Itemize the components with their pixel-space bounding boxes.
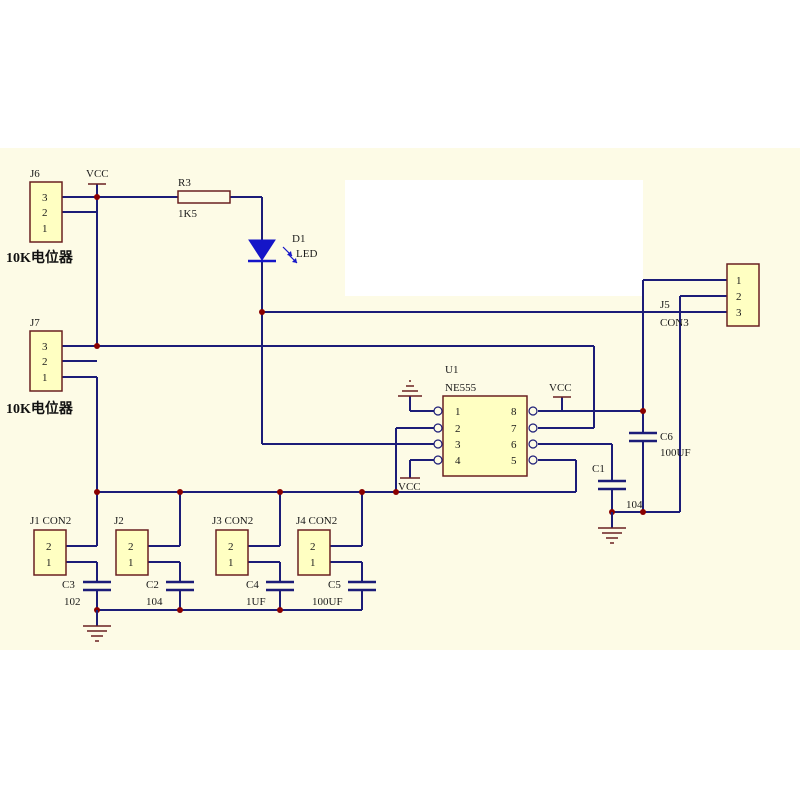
junction-dot — [640, 509, 646, 515]
vcc-symbol-pin8: VCC — [549, 382, 572, 398]
c5-value: 100UF — [312, 596, 343, 608]
ic-u1: U1 NE555 1 2 3 4 8 7 6 5 — [433, 364, 538, 477]
pin-number: 7 — [511, 423, 517, 435]
vcc-symbol-j6: VCC — [86, 168, 109, 185]
j6-label: J6 — [30, 168, 40, 180]
c1-value: 104 — [626, 499, 643, 511]
pin-number: 1 — [128, 557, 134, 569]
c4-label: C4 — [246, 579, 259, 591]
pin-number: 2 — [310, 541, 316, 553]
capacitor-c4: C4 1UF — [246, 579, 294, 608]
capacitor-c1: C1 104 — [592, 463, 643, 511]
pin-number: 5 — [511, 455, 517, 467]
j3-label: J3 CON2 — [212, 515, 253, 527]
resistor-r3: R3 1K5 — [177, 177, 231, 220]
junction-dot — [640, 408, 646, 414]
connector-j7: J7 3 2 1 10K电位器 — [6, 317, 74, 417]
pin-number: 2 — [42, 356, 48, 368]
pin-number: 6 — [511, 439, 517, 451]
connector-j5: 1 2 3 J5 CON3 — [660, 263, 760, 329]
pin-number: 1 — [455, 406, 461, 418]
pin-number: 1 — [46, 557, 52, 569]
pin-number: 1 — [310, 557, 316, 569]
pin-number: 2 — [128, 541, 134, 553]
junction-dot — [359, 489, 365, 495]
vcc-symbol-pin4: VCC — [398, 477, 421, 493]
ground-symbol-c1 — [598, 512, 626, 544]
c1-label: C1 — [592, 463, 605, 475]
pin-number: 2 — [228, 541, 234, 553]
vcc-label: VCC — [86, 168, 109, 180]
connector-j4: J4 CON2 2 1 — [296, 515, 337, 576]
pin-number: 3 — [42, 192, 48, 204]
pin-number: 3 — [455, 439, 461, 451]
j7-label: J7 — [30, 317, 40, 329]
u1-label: U1 — [445, 364, 458, 376]
connector-j6: J6 3 2 1 10K电位器 — [6, 168, 74, 266]
c4-value: 1UF — [246, 596, 266, 608]
vcc-label: VCC — [549, 382, 572, 394]
j1-label: J1 CON2 — [30, 515, 71, 527]
pin-number: 2 — [455, 423, 461, 435]
connector-j2: J2 2 1 — [114, 515, 149, 576]
d1-value: LED — [296, 248, 317, 260]
blank-region — [345, 180, 643, 296]
c5-label: C5 — [328, 579, 341, 591]
ground-symbol-bottom — [83, 610, 111, 642]
c3-value: 102 — [64, 596, 81, 608]
junction-dot — [177, 607, 183, 613]
led-triangle — [248, 239, 276, 261]
vcc-label: VCC — [398, 481, 421, 493]
r3-value: 1K5 — [178, 208, 197, 220]
capacitor-c3: C3 102 — [62, 579, 111, 608]
junctions — [94, 194, 646, 613]
connector-j3: J3 CON2 2 1 — [212, 515, 253, 576]
capacitor-c6: C6 100UF — [629, 431, 691, 459]
pin-number: 2 — [46, 541, 52, 553]
pin-number: 1 — [736, 275, 742, 287]
junction-dot — [259, 309, 265, 315]
capacitor-c5: C5 100UF — [312, 579, 376, 608]
pin-number: 1 — [42, 223, 48, 235]
ground-symbol-pin1 — [398, 380, 422, 397]
connector-j1: J1 CON2 2 1 — [30, 515, 71, 576]
junction-dot — [277, 489, 283, 495]
j2-label: J2 — [114, 515, 124, 527]
wires — [62, 184, 727, 626]
d1-label: D1 — [292, 233, 305, 245]
junction-dot — [177, 489, 183, 495]
c6-value: 100UF — [660, 447, 691, 459]
j6-note: 10K电位器 — [6, 249, 74, 266]
c2-label: C2 — [146, 579, 159, 591]
u1-value: NE555 — [445, 382, 477, 394]
pin-number: 3 — [736, 307, 742, 319]
pin-number: 2 — [42, 207, 48, 219]
pin-number: 3 — [42, 341, 48, 353]
junction-dot — [94, 343, 100, 349]
pin-number: 8 — [511, 406, 517, 418]
j5-value: CON3 — [660, 317, 689, 329]
capacitor-c2: C2 104 — [146, 579, 194, 608]
junction-dot — [94, 194, 100, 200]
junction-dot — [393, 489, 399, 495]
j7-note: 10K电位器 — [6, 400, 74, 417]
pin-number: 1 — [42, 372, 48, 384]
c6-label: C6 — [660, 431, 673, 443]
j4-label: J4 CON2 — [296, 515, 337, 527]
c3-label: C3 — [62, 579, 75, 591]
pin-number: 2 — [736, 291, 742, 303]
j5-label: J5 — [660, 299, 670, 311]
led-d1: D1 LED — [248, 233, 317, 264]
pin-number: 1 — [228, 557, 234, 569]
junction-dot — [277, 607, 283, 613]
pin-number: 4 — [455, 455, 461, 467]
c2-value: 104 — [146, 596, 163, 608]
r3-label: R3 — [178, 177, 191, 189]
junction-dot — [94, 489, 100, 495]
